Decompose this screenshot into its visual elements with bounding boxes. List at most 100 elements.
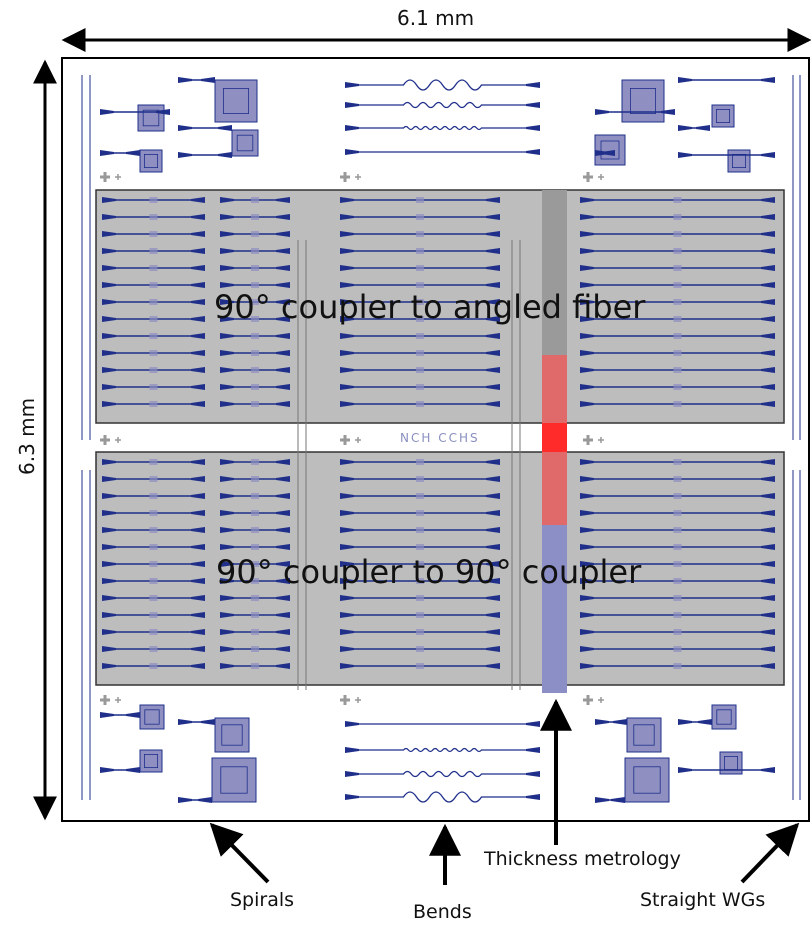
coupler-wg-row-coupler-right [486,544,500,550]
angled-wg-marker [416,248,424,254]
spiral-block-inner [600,140,620,160]
coupler-wg-row-coupler-right [486,459,500,465]
spiral-access-wg-coupler-left [178,77,192,83]
angled-wg-row-coupler-right [191,384,205,390]
angled-wg-row-coupler-left [102,231,116,237]
coupler-wg-marker [251,663,259,669]
angled-wg-marker [251,282,259,288]
coupler-wg-marker [251,544,259,550]
angled-wg-row-coupler-right [486,333,500,339]
angled-wg-row-coupler-right [486,265,500,271]
angled-wg-row-coupler-right [276,214,290,220]
coupler-wg-row-coupler-right [486,476,500,482]
coupler-wg-row-coupler-right [761,510,775,516]
angled-wg-marker [673,265,682,271]
spiral-block [137,104,165,132]
angled-wg-marker [251,197,259,203]
coupler-wg-marker [673,629,682,635]
angled-wg-marker [251,299,259,305]
coupler-wg-marker [149,493,158,499]
angled-wg-marker [149,197,158,203]
coupler-wg-row-coupler-left [580,578,594,584]
angled-wg-row-coupler-right [276,316,290,322]
waveguide-patterns [81,75,801,803]
coupler-wg-row-coupler-right [486,493,500,499]
coupler-wg-marker [149,629,158,635]
coupler-wg-marker [416,510,424,516]
alignment-mark [583,172,593,182]
angled-wg-row-coupler-left [102,367,116,373]
angled-wg-marker [416,214,424,220]
coupler-wg-marker [251,561,259,567]
spiral-block [711,704,737,730]
coupler-wg-row-coupler-left [580,595,594,601]
angled-wg-row-coupler-left [102,265,116,271]
coupler-wg-row-coupler-left [220,527,234,533]
coupler-wg-row-coupler-right [761,561,775,567]
angled-wg-row-coupler-left [220,214,234,220]
angled-wg-row-coupler-left [580,214,594,220]
spiral-access-wg-coupler-right [661,109,675,115]
angled-wg-marker [673,231,682,237]
angled-wg-row-coupler-left [340,282,354,288]
coupler-wg-row-coupler-right [761,476,775,482]
spiral-block [214,717,250,753]
angled-wg-row-coupler-right [191,265,205,271]
angled-wg-row-coupler-left [340,248,354,254]
alignment-mark [583,435,593,445]
spiral-block [621,79,665,123]
angled-wg-row-coupler-right [486,384,500,390]
spiral-access-wg-coupler-right [761,77,775,83]
coupler-wg-row-coupler-left [220,612,234,618]
coupler-wg-row-coupler-left [340,544,354,550]
spiral-access-wg-coupler-right [601,150,615,156]
coupler-wg-row-coupler-right [276,527,290,533]
coupler-wg-row-coupler-right [761,578,775,584]
coupler-wg-row-coupler-left [580,561,594,567]
coupler-wg-row-coupler-left [580,544,594,550]
coupler-wg-marker [673,527,682,533]
width-label: 6.1 mm [397,6,475,30]
angled-wg-marker [673,333,682,339]
angled-wg-marker [416,333,424,339]
coupler-wg-marker [416,663,424,669]
coupler-wg-row-coupler-right [276,544,290,550]
angled-wg-row-coupler-left [580,248,594,254]
spiral-access-wg-coupler-right [201,77,215,83]
angled-wg-row-coupler-left [340,350,354,356]
coupler-wg-row-coupler-right [191,629,205,635]
coupler-wg-row-coupler-left [580,629,594,635]
coupler-wg-row-coupler-left [580,510,594,516]
angled-wg-row-coupler-left [102,214,116,220]
angled-wg-row-coupler-left [340,316,354,322]
angled-wg-row-coupler-left [580,333,594,339]
coupler-wg-marker [673,459,682,465]
angled-wg-row-coupler-right [191,350,205,356]
spiral-block [211,757,257,803]
spiral-access-wg-coupler-left [178,797,192,803]
angled-wg-row-coupler-right [191,248,205,254]
coupler-wg-row-coupler-left [102,578,116,584]
coupler-wg-row-coupler-left [220,544,234,550]
angled-wg-row-coupler-left [220,231,234,237]
angled-wg-row-coupler-right [276,333,290,339]
spiral-access-wg-coupler-left [100,150,114,156]
spiral-access-wg-coupler-right [698,719,712,725]
coupler-wg-marker [251,595,259,601]
angled-wg-marker [251,350,259,356]
coupler-wg-marker [251,527,259,533]
alignment-mark-small [598,697,604,703]
angled-wg-marker [149,316,158,322]
coupler-wg-row-coupler-right [191,612,205,618]
coupler-wg-row-coupler-right [191,646,205,652]
angled-wg-marker [149,231,158,237]
spiral-block-inner [220,766,248,794]
coupler-wg-row-coupler-left [580,459,594,465]
coupler-wg-row-coupler-left [580,527,594,533]
spiral-block [719,751,743,775]
coupler-wg-marker [416,629,424,635]
spiral-access-wg-coupler-right [126,712,140,718]
coupler-wg-row-coupler-right [191,510,205,516]
chip-outline [61,57,810,822]
coupler-wg-marker [251,459,259,465]
